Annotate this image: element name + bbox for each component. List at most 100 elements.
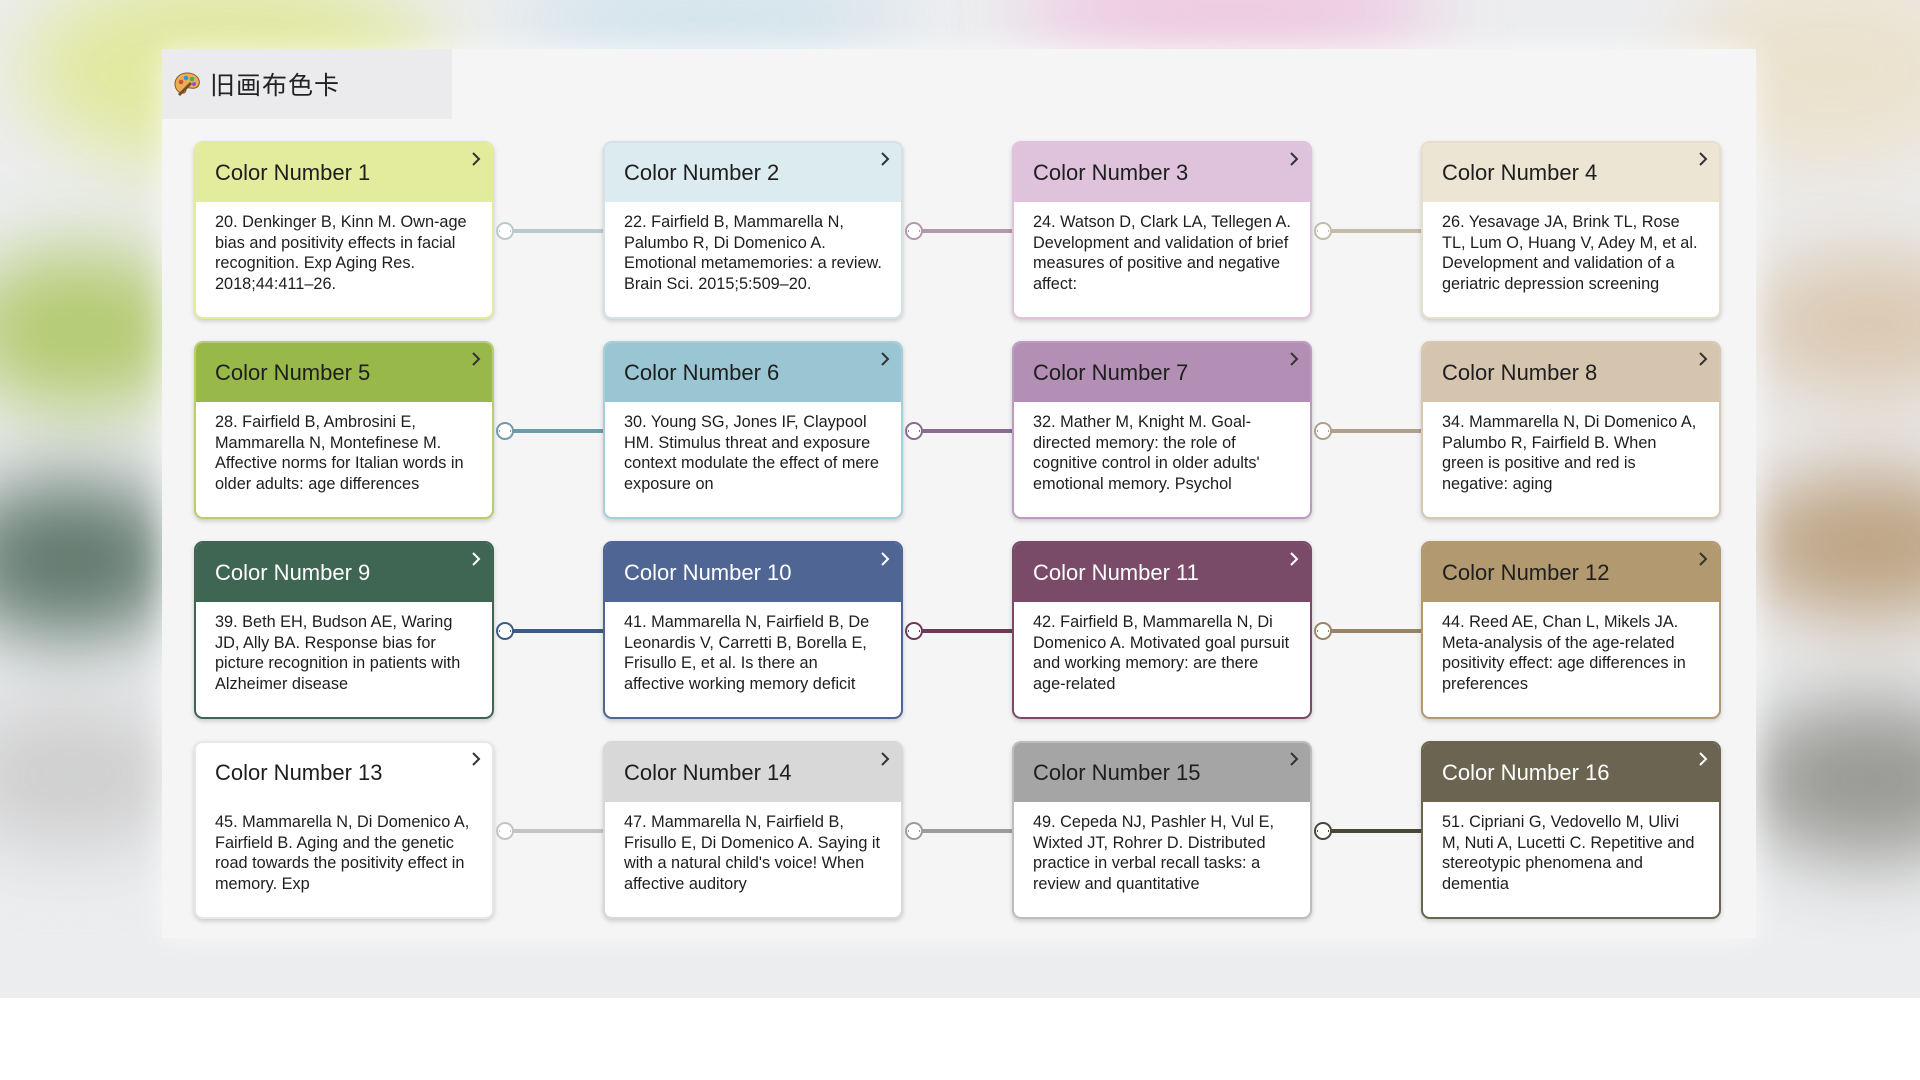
card-header: Color Number 10: [605, 543, 901, 602]
connector-line: [506, 429, 603, 433]
card-title: Color Number 4: [1442, 159, 1598, 185]
color-card[interactable]: Color Number 4 26. Yesavage JA, Brink TL,…: [1421, 141, 1721, 319]
card-header: Color Number 13: [196, 743, 492, 802]
card-title: Color Number 13: [215, 759, 383, 785]
card-header: Color Number 4: [1423, 143, 1719, 202]
card-header: Color Number 7: [1014, 343, 1310, 402]
color-card[interactable]: Color Number 7 32. Mather M, Knight M. Go…: [1012, 341, 1312, 519]
page-title: 旧画布色卡: [210, 71, 341, 100]
card-title: Color Number 16: [1442, 759, 1610, 785]
chevron-right-icon[interactable]: [1695, 551, 1711, 567]
title-bar: 旧画布色卡: [162, 49, 452, 119]
connector-knob[interactable]: [1314, 622, 1332, 640]
card-title: Color Number 6: [624, 359, 780, 385]
color-card[interactable]: Color Number 14 47. Mammarella N, Fairfie…: [603, 741, 903, 919]
card-reference-text: 51. Cipriani G, Vedovello M, Ulivi M, Nu…: [1442, 813, 1695, 893]
card-reference-text: 34. Mammarella N, Di Domenico A, Palumbo…: [1442, 413, 1697, 493]
connector-line: [915, 829, 1012, 833]
card-header: Color Number 6: [605, 343, 901, 402]
connector-knob[interactable]: [1314, 422, 1332, 440]
card-header: Color Number 1: [196, 143, 492, 202]
card-reference-text: 42. Fairfield B, Mammarella N, Di Domeni…: [1033, 613, 1290, 693]
card-title: Color Number 15: [1033, 759, 1201, 785]
connector-line: [1324, 429, 1421, 433]
connector-knob[interactable]: [496, 222, 514, 240]
color-card[interactable]: Color Number 15 49. Cepeda NJ, Pashler H,…: [1012, 741, 1312, 919]
chevron-right-icon[interactable]: [1286, 551, 1302, 567]
chevron-right-icon[interactable]: [468, 351, 484, 367]
color-card[interactable]: Color Number 8 34. Mammarella N, Di Domen…: [1421, 341, 1721, 519]
connector-knob[interactable]: [905, 222, 923, 240]
card-header: Color Number 14: [605, 743, 901, 802]
color-card[interactable]: Color Number 9 39. Beth EH, Budson AE, Wa…: [194, 541, 494, 719]
card-reference-text: 32. Mather M, Knight M. Goal-directed me…: [1033, 413, 1260, 493]
connector-line: [1324, 829, 1421, 833]
card-title: Color Number 11: [1033, 559, 1199, 585]
card-header: Color Number 5: [196, 343, 492, 402]
connector-line: [506, 829, 603, 833]
color-card[interactable]: Color Number 13 45. Mammarella N, Di Dome…: [194, 741, 494, 919]
connector-knob[interactable]: [905, 822, 923, 840]
card-reference-text: 39. Beth EH, Budson AE, Waring JD, Ally …: [215, 613, 461, 693]
card-reference-text: 24. Watson D, Clark LA, Tellegen A. Deve…: [1033, 213, 1291, 293]
card-title: Color Number 1: [215, 159, 371, 185]
card-reference-text: 26. Yesavage JA, Brink TL, Rose TL, Lum …: [1442, 213, 1698, 293]
card-header: Color Number 11: [1014, 543, 1310, 602]
card-title: Color Number 14: [624, 759, 792, 785]
card-reference-text: 49. Cepeda NJ, Pashler H, Vul E, Wixted …: [1033, 813, 1275, 893]
chevron-right-icon[interactable]: [1695, 751, 1711, 767]
chevron-right-icon[interactable]: [1695, 351, 1711, 367]
chevron-right-icon[interactable]: [1286, 351, 1302, 367]
card-header: Color Number 9: [196, 543, 492, 602]
chevron-right-icon[interactable]: [1695, 151, 1711, 167]
chevron-right-icon[interactable]: [1286, 751, 1302, 767]
card-title: Color Number 8: [1442, 359, 1598, 385]
card-title: Color Number 5: [215, 359, 371, 385]
color-card[interactable]: Color Number 10 41. Mammarella N, Fairfie…: [603, 541, 903, 719]
card-reference-text: 28. Fairfield B, Ambrosini E, Mammarella…: [215, 413, 464, 493]
connector-line: [1324, 629, 1421, 633]
card-reference-text: 22. Fairfield B, Mammarella N, Palumbo R…: [624, 213, 882, 293]
connector-knob[interactable]: [1314, 822, 1332, 840]
chevron-right-icon[interactable]: [877, 351, 893, 367]
palette-icon: [172, 69, 202, 99]
color-card[interactable]: Color Number 1 20. Denkinger B, Kinn M. O…: [194, 141, 494, 319]
chevron-right-icon[interactable]: [468, 751, 484, 767]
color-card-canvas: 旧画布色卡 Color Number 1 20. Denkinger B, Kin…: [162, 49, 1756, 938]
card-reference-text: 45. Mammarella N, Di Domenico A, Fairfie…: [215, 813, 470, 893]
connector-knob[interactable]: [496, 422, 514, 440]
color-card[interactable]: Color Number 16 51. Cipriani G, Vedovello…: [1421, 741, 1721, 919]
chevron-right-icon[interactable]: [877, 551, 893, 567]
card-reference-text: 41. Mammarella N, Fairfield B, De Leonar…: [624, 613, 870, 693]
card-title: Color Number 12: [1442, 559, 1610, 585]
color-card[interactable]: Color Number 11 42. Fairfield B, Mammarel…: [1012, 541, 1312, 719]
connector-line: [915, 629, 1012, 633]
card-reference-text: 20. Denkinger B, Kinn M. Own-age bias an…: [215, 213, 467, 293]
chevron-right-icon[interactable]: [877, 151, 893, 167]
chevron-right-icon[interactable]: [1286, 151, 1302, 167]
card-title: Color Number 7: [1033, 359, 1189, 385]
connector-line: [506, 629, 603, 633]
color-card[interactable]: Color Number 12 44. Reed AE, Chan L, Mike…: [1421, 541, 1721, 719]
connector-knob[interactable]: [496, 822, 514, 840]
connector-knob[interactable]: [1314, 222, 1332, 240]
connector-line: [915, 229, 1012, 233]
connector-knob[interactable]: [905, 422, 923, 440]
connector-knob[interactable]: [496, 622, 514, 640]
connector-line: [915, 429, 1012, 433]
card-header: Color Number 16: [1423, 743, 1719, 802]
card-title: Color Number 10: [624, 559, 792, 585]
card-reference-text: 47. Mammarella N, Fairfield B, Frisullo …: [624, 813, 881, 893]
chevron-right-icon[interactable]: [468, 151, 484, 167]
card-reference-text: 44. Reed AE, Chan L, Mikels JA. Meta-ana…: [1442, 613, 1686, 693]
connector-line: [1324, 229, 1421, 233]
card-header: Color Number 12: [1423, 543, 1719, 602]
card-header: Color Number 8: [1423, 343, 1719, 402]
chevron-right-icon[interactable]: [468, 551, 484, 567]
color-card[interactable]: Color Number 5 28. Fairfield B, Ambrosini…: [194, 341, 494, 519]
connector-knob[interactable]: [905, 622, 923, 640]
chevron-right-icon[interactable]: [877, 751, 893, 767]
